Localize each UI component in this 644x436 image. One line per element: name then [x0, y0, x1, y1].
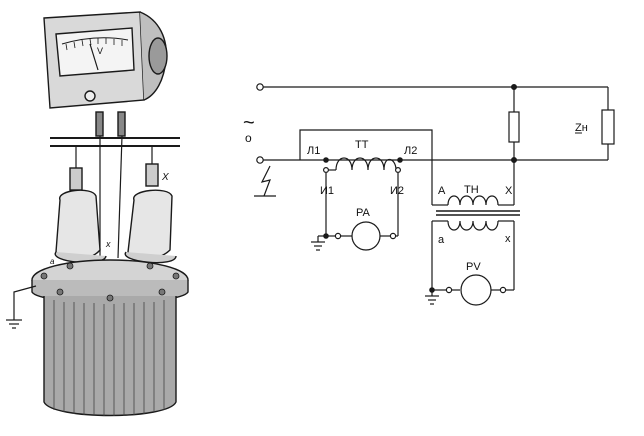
illustration-ground-icon [6, 319, 22, 329]
ammeter-label: PA [356, 207, 371, 219]
voltmeter-circle [460, 274, 492, 306]
bushing-mark-left: a [50, 257, 55, 266]
ct-secondary-end: И2 [390, 185, 404, 197]
voltmeter-device: V [43, 11, 168, 137]
voltmeter-label: PV [466, 261, 481, 273]
bushing-label-x-small: x [105, 239, 111, 249]
ct-secondary-winding [335, 157, 397, 171]
vt-primary-winding [447, 195, 499, 206]
fault-arrow-icon [260, 165, 271, 197]
instrument-transformer-illustration: V X x a x [6, 11, 189, 417]
ct-name: ТТ [355, 139, 369, 151]
bushing-label-big-x: X [161, 172, 169, 183]
load-impedance [601, 109, 615, 145]
left-bushing [54, 167, 107, 264]
measurement-schematic: ~ o Zн Л1 Л2 ТТ И1 И2 [243, 83, 615, 306]
ct-ground-icon [311, 241, 325, 251]
vt-ground-icon [425, 295, 439, 305]
vt-primary-end: Х [505, 185, 513, 197]
vt-primary-start: А [438, 185, 446, 197]
ct-primary-start: Л1 [307, 145, 320, 157]
ac-symbol: ~ [243, 112, 255, 134]
tank-body [43, 296, 177, 417]
vt-secondary-start: а [438, 234, 445, 246]
ct-secondary-start: И1 [320, 185, 334, 197]
supply-terminal-top [256, 83, 264, 91]
vt-secondary-winding [447, 220, 499, 231]
fuse-element [508, 111, 520, 143]
load-label: Zн [575, 122, 588, 134]
ammeter-circle [351, 221, 381, 251]
supply-terminal-bottom [256, 156, 264, 164]
terminal-symbol: o [245, 131, 252, 145]
ct-primary-end: Л2 [404, 145, 417, 157]
vt-secondary-end: х [505, 233, 511, 245]
meter-scale-label: V [97, 46, 103, 56]
vt-name: ТН [464, 184, 479, 196]
